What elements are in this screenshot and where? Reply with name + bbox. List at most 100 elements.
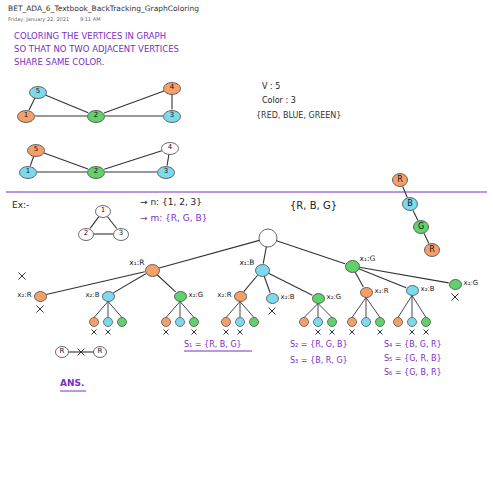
graph-edge xyxy=(268,273,312,295)
handwritten-note: S₅ = {G, R, B} xyxy=(384,354,442,363)
tree-branch xyxy=(412,296,426,318)
vertex-label: 3 xyxy=(119,230,123,238)
tree-branch xyxy=(412,296,413,318)
vertex-label: 2 xyxy=(94,112,98,120)
cross-mark xyxy=(410,330,415,335)
tree-node-label: x₁:B xyxy=(239,259,254,267)
tree-node: x₁:G xyxy=(345,260,360,273)
node-ellipse xyxy=(234,291,246,301)
vertex-label: B xyxy=(407,200,413,209)
tree-leaf xyxy=(328,318,337,327)
graph-edge xyxy=(355,272,363,287)
graph-edge xyxy=(46,95,88,113)
handwritten-note: Color : 3 xyxy=(262,96,296,105)
tree-branch xyxy=(366,298,367,318)
node-ellipse xyxy=(145,264,159,276)
underline xyxy=(184,351,252,352)
cross-mark xyxy=(330,330,335,335)
node-ellipse xyxy=(403,198,418,211)
tree-node-label: x₁:G xyxy=(360,255,376,263)
cross-mark xyxy=(452,294,459,301)
node-outline xyxy=(345,260,360,273)
node-outline xyxy=(312,293,325,304)
tree-node-label: x₂:G xyxy=(189,292,204,300)
tree-branch xyxy=(108,302,109,318)
node-ellipse xyxy=(94,347,107,358)
tree-branch xyxy=(366,298,380,318)
graph-vertex: 4 xyxy=(161,142,179,155)
graph-edge xyxy=(157,275,176,292)
cross-mark xyxy=(19,273,26,280)
node-outline xyxy=(449,279,462,290)
vertex-label: R xyxy=(98,348,103,356)
node-ellipse xyxy=(102,291,114,301)
node-ellipse xyxy=(114,228,129,240)
tree-branch xyxy=(304,304,318,318)
graph-vertex: 3 xyxy=(163,110,181,123)
graph-edge xyxy=(167,154,169,165)
tree-branch xyxy=(180,302,194,318)
node-ellipse xyxy=(164,82,181,94)
node-ellipse xyxy=(18,110,35,122)
handwritten-note: S₂ = {R, G, B} xyxy=(290,340,348,349)
tree-leaf xyxy=(376,318,385,327)
node-ellipse xyxy=(449,279,461,289)
node-ellipse xyxy=(393,174,408,187)
separator-line xyxy=(6,191,487,192)
tree-node-label: x₂:G xyxy=(464,280,479,288)
handwritten-note: S₆ = {G, B, R} xyxy=(384,368,442,377)
tree-leaf xyxy=(394,318,403,327)
handwritten-note: 9:11 AM xyxy=(80,17,101,23)
tree-node: x₂:R xyxy=(234,291,247,302)
node-ellipse xyxy=(88,110,105,122)
handwritten-note: {R, B, G} xyxy=(290,200,337,212)
color-chain-node: G xyxy=(413,220,429,234)
vertex-label: 1 xyxy=(101,207,105,215)
handwritten-note: ANS. xyxy=(60,378,84,388)
graph-vertex: 1 xyxy=(19,166,37,179)
node-ellipse xyxy=(79,228,94,240)
tree-branch xyxy=(240,302,254,318)
example-vertex: 1 xyxy=(95,205,111,218)
tree-leaf xyxy=(190,318,199,327)
tree-branch xyxy=(277,241,345,264)
cross-mark xyxy=(224,330,229,335)
graph-edge xyxy=(403,187,408,198)
vertex-label: R xyxy=(60,348,65,356)
tree-branch xyxy=(398,296,412,318)
handwritten-note: Ex:- xyxy=(12,200,29,210)
tree-leaf xyxy=(90,318,99,327)
tree-leaf xyxy=(104,318,113,327)
node-outline xyxy=(145,264,160,277)
node-outline xyxy=(102,291,115,302)
tree-leaf xyxy=(118,318,127,327)
tree-node-label: x₂:B xyxy=(421,286,435,294)
underline xyxy=(60,391,86,392)
example-vertex: 3 xyxy=(113,228,129,241)
cross-mark xyxy=(238,330,243,335)
tree-branch xyxy=(318,304,332,318)
tree-node-label: x₂:R xyxy=(217,292,231,300)
tree-root xyxy=(259,229,277,247)
color-chain-node: B xyxy=(402,197,418,211)
tree-branch xyxy=(108,302,122,318)
tree-branch xyxy=(166,302,180,318)
vertex-label: 2 xyxy=(84,230,88,238)
tree-branch xyxy=(94,302,108,318)
cross-mark xyxy=(192,330,197,335)
tree-branch xyxy=(180,302,181,318)
node-ellipse xyxy=(96,205,111,217)
tree-node-label: x₂:B xyxy=(85,292,99,300)
handwritten-note: SO THAT NO TWO ADJACENT VERTICES xyxy=(14,45,179,55)
tree-node: x₂:G xyxy=(449,279,462,290)
graph-edge xyxy=(359,267,448,283)
cross-mark xyxy=(350,330,355,335)
node-ellipse xyxy=(88,166,105,178)
graph-edge xyxy=(37,171,87,172)
tree-branch xyxy=(240,302,241,318)
node-ellipse xyxy=(345,260,359,272)
node-ellipse xyxy=(30,86,47,98)
graph-edge xyxy=(35,115,87,116)
